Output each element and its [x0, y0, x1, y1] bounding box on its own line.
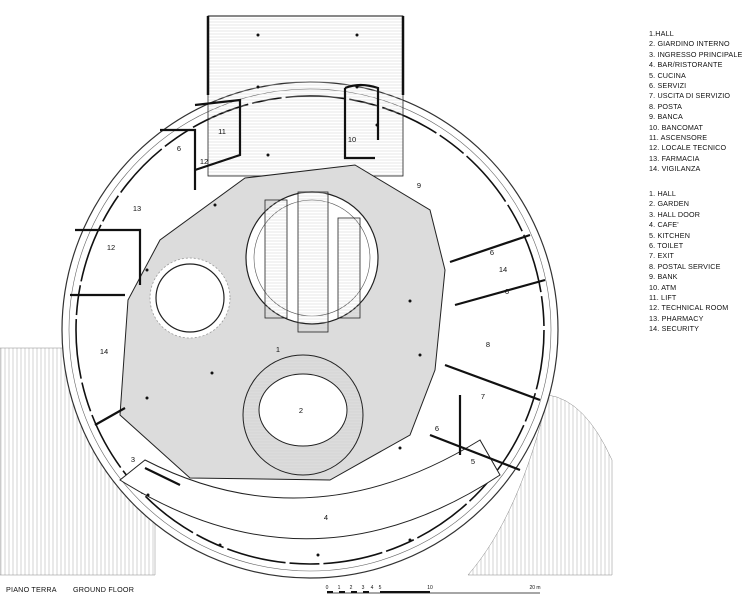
legend-item: 5. KITCHEN [649, 230, 691, 240]
room-label: 14 [100, 347, 108, 356]
room-label: 2 [299, 406, 303, 415]
scale-label: 4 [371, 585, 374, 591]
room-label: 10 [348, 135, 356, 144]
legend-item: 13. FARMACIA [649, 153, 700, 163]
room-label: 6 [177, 144, 181, 153]
room-label: 12 [200, 157, 208, 166]
room-label: 6 [490, 248, 494, 257]
room-label: 11 [218, 127, 226, 136]
scale-label: 5 [379, 585, 382, 591]
room-label: 6 [505, 287, 509, 296]
room-labels: 1 2 3 4 5 6 6 6 6 7 8 9 10 11 12 12 13 1… [100, 127, 509, 522]
legend-item: 1.HALL [649, 29, 674, 38]
legend-item: 14. VIGILANZA [649, 164, 701, 174]
legend-item: 11. ASCENSORE [649, 133, 708, 143]
legend-item: 9. BANK [649, 272, 678, 282]
legend-item: 2. GARDEN [649, 199, 690, 209]
legend-item: 12. LOCALE TECNICO [649, 143, 727, 153]
legend-item: 11. LIFT [649, 293, 677, 303]
scale-label: 0 [326, 585, 329, 591]
room-label: 12 [107, 243, 115, 252]
legend-item: 14. SECURITY [649, 324, 700, 334]
scale-label: 20 m [529, 585, 540, 591]
legend-item: 6. TOILET [649, 241, 684, 251]
room-label: 7 [481, 392, 485, 401]
legend-item: 12. TECHNICAL ROOM [649, 303, 729, 313]
legend-italian: 1.HALL 2. GIARDINO INTERNO 3. INGRESSO P… [649, 29, 742, 175]
legend-item: 10. ATM [649, 282, 677, 292]
escalator-right [337, 217, 361, 319]
legend-item: 3. HALL DOOR [649, 209, 701, 219]
legend-item: 13. PHARMACY [649, 313, 704, 323]
partition-walls [70, 83, 546, 486]
legend-item: 9. BANCA [649, 112, 683, 122]
legend-item: 5. CUCINA [649, 70, 686, 80]
column-dots [145, 33, 422, 557]
room-label: 3 [131, 455, 135, 464]
scale-label: 3 [362, 585, 365, 591]
room-label: 13 [133, 204, 141, 213]
legend-item: 1. HALL [649, 189, 677, 198]
room-label: 1 [276, 345, 280, 354]
scale-label: 1 [338, 585, 341, 591]
room-label: 14 [499, 265, 507, 274]
room-label: 9 [417, 181, 421, 190]
legend-english: 1. HALL 2. GARDEN 3. HALL DOOR 4. CAFE' … [649, 189, 728, 335]
legend-item: 7. EXIT [649, 251, 675, 261]
legend-item: 4. BAR/RISTORANTE [649, 60, 723, 70]
legend-item: 4. CAFE' [649, 220, 679, 230]
room-label: 6 [435, 424, 439, 433]
legend-item: 3. INGRESSO PRINCIPALE [649, 49, 743, 59]
inner-garden [242, 354, 364, 476]
legend-item: 7. USCITA DI SERVIZIO [649, 91, 731, 101]
room-label: 5 [471, 457, 475, 466]
footer-title-italian: PIANO TERRA [6, 585, 57, 594]
footer-title-english: GROUND FLOOR [73, 585, 135, 594]
legend-item: 2. GIARDINO INTERNO [649, 39, 730, 49]
lightwell [149, 257, 231, 339]
legend-item: 10. BANCOMAT [649, 122, 703, 132]
scale-label: 10 [427, 585, 433, 591]
escalator-center [297, 191, 329, 333]
escalator-rotunda [245, 191, 379, 333]
entrance-tower [206, 15, 405, 177]
escalator-left [264, 199, 288, 319]
legend-item: 6. SERVIZI [649, 81, 687, 91]
scale-label: 2 [350, 585, 353, 591]
scale-bar: 0 1 2 3 4 5 10 20 m [326, 585, 541, 594]
room-label: 8 [486, 340, 490, 349]
legend-item: 8. POSTAL SERVICE [649, 261, 721, 271]
room-label: 4 [324, 513, 328, 522]
site-terrain-right [467, 394, 613, 576]
legend-item: 8. POSTA [649, 101, 683, 111]
